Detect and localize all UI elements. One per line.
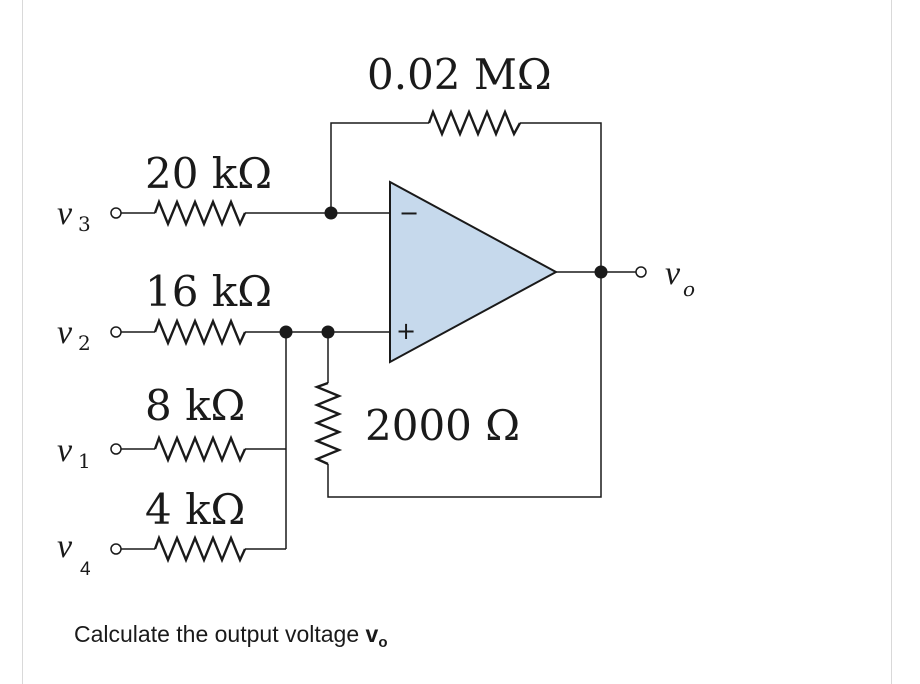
terminal-v1 [110,443,122,455]
label-v3-symbol: v [57,195,73,232]
question-prompt: Calculate the output voltage [74,621,366,647]
terminal-v3 [110,207,122,219]
wire-ground-return [327,272,602,498]
label-r1: 8 kΩ [145,381,245,430]
resistor-ground [313,381,343,466]
label-r3: 20 kΩ [145,149,272,198]
terminal-v2 [110,326,122,338]
resistor-r1 [153,434,247,464]
label-v1-symbol: v [57,432,73,469]
label-v1-sub: 1 [78,449,91,473]
label-v4-sub: 4 [80,559,91,580]
resistor-feedback [427,108,522,138]
label-r4: 4 kΩ [145,485,245,534]
label-ground-resistor: 2000 Ω [365,401,520,450]
question-sub: o [378,634,388,651]
junction-inverting [324,206,338,220]
opamp-inverting-sign: − [399,199,419,227]
question-text: Calculate the output voltage vo [74,621,388,651]
terminal-v4 [110,543,122,555]
label-v4-symbol: v [57,528,73,565]
resistor-r3 [153,198,247,228]
resistor-r4 [153,534,247,564]
problem-panel: 0.02 MΩ 20 kΩ v 3 − + v o 16 kΩ v 2 [22,0,892,684]
resistor-r2 [153,317,247,347]
label-r2: 16 kΩ [145,267,272,316]
circuit-diagram: 0.02 MΩ 20 kΩ v 3 − + v o 16 kΩ v 2 [57,50,695,580]
feedback-wire-right [520,122,602,272]
opamp-noninverting-sign: + [396,317,416,345]
feedback-wire-left [330,122,429,213]
label-vo-sub: o [683,277,695,301]
question-symbol: v [365,621,379,647]
label-feedback-resistor: 0.02 MΩ [367,50,552,99]
label-v2-symbol: v [57,314,73,351]
terminal-vo [635,266,647,278]
opamp-triangle [389,180,559,364]
label-v3-sub: 3 [78,212,91,236]
label-v2-sub: 2 [78,331,91,355]
label-vo-symbol: v [665,255,681,292]
